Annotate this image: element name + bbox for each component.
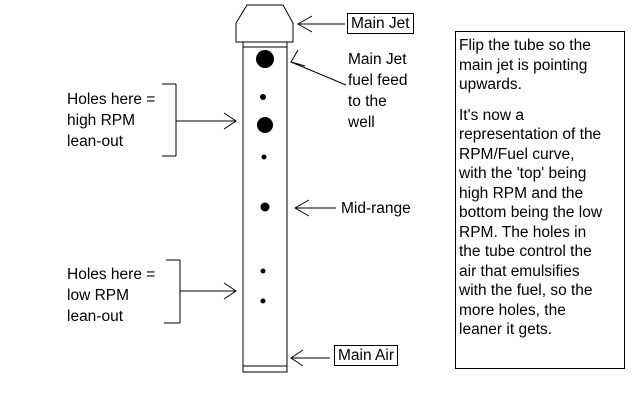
text-line: bottom being the low	[459, 204, 603, 221]
tube-hole	[260, 268, 266, 274]
tube-hole-mid-range	[260, 202, 270, 212]
label-line: high RPM	[67, 112, 136, 129]
label-line: low RPM	[67, 287, 130, 304]
text-line: upwards.	[459, 76, 522, 93]
main-jet-cap	[235, 4, 294, 43]
text-line: air that emulsifies	[459, 262, 580, 280]
tube-hole-large	[257, 117, 273, 133]
label-line: lean-out	[67, 133, 124, 150]
label-holes-high-rpm: Holes here = high RPM lean-out	[67, 89, 155, 152]
label-main-jet: Main Jet	[347, 13, 414, 34]
text-line: leaner it gets.	[459, 321, 553, 338]
label-holes-low-rpm: Holes here = low RPM lean-out	[67, 264, 155, 327]
label-line: to the	[348, 93, 387, 110]
text-line: representation of the	[459, 126, 602, 143]
text-line: main jet is pointing	[459, 56, 588, 74]
label-mid-range: Mid-range	[341, 200, 411, 217]
text-line: with the fuel, so the	[459, 282, 593, 299]
text-line: more holes, the	[459, 301, 566, 319]
text-line: RPM/Fuel curve,	[459, 145, 575, 163]
text-line: It's now a	[459, 106, 524, 124]
arrow-main-jet	[296, 15, 345, 33]
arrow-mid-range	[293, 199, 336, 217]
explanation-paragraph-1: Flip the tube so the main jet is pointin…	[459, 36, 624, 95]
text-line: with the 'top' being	[459, 165, 587, 182]
label-line: Holes here =	[67, 91, 156, 108]
text-line: RPM. The holes in	[459, 223, 587, 241]
tube-hole	[260, 298, 266, 304]
text-line: Flip the tube so the	[459, 37, 591, 54]
label-line: lean-out	[67, 308, 124, 325]
label-line: Main Jet	[348, 51, 407, 68]
arrow-holes-low	[164, 259, 237, 324]
tube-hole	[261, 154, 267, 160]
arrow-main-air	[290, 349, 330, 367]
explanation-box: Flip the tube so the main jet is pointin…	[455, 31, 625, 369]
text-line: the tube control the	[459, 243, 592, 260]
arrow-main-jet-feed	[290, 49, 347, 86]
explanation-paragraph-2: It's now a representation of the RPM/Fue…	[459, 106, 624, 340]
arrow-holes-high	[162, 83, 237, 157]
label-line: fuel feed	[348, 72, 408, 89]
label-main-jet-fuel-feed: Main Jet fuel feed to the well	[348, 49, 407, 133]
label-line: well	[348, 114, 375, 131]
tube-hole-main-feed	[256, 50, 274, 68]
label-line: Holes here =	[67, 266, 156, 283]
label-main-air: Main Air	[334, 345, 398, 366]
text-line: high RPM and the	[459, 184, 584, 202]
tube-hole	[260, 94, 266, 100]
